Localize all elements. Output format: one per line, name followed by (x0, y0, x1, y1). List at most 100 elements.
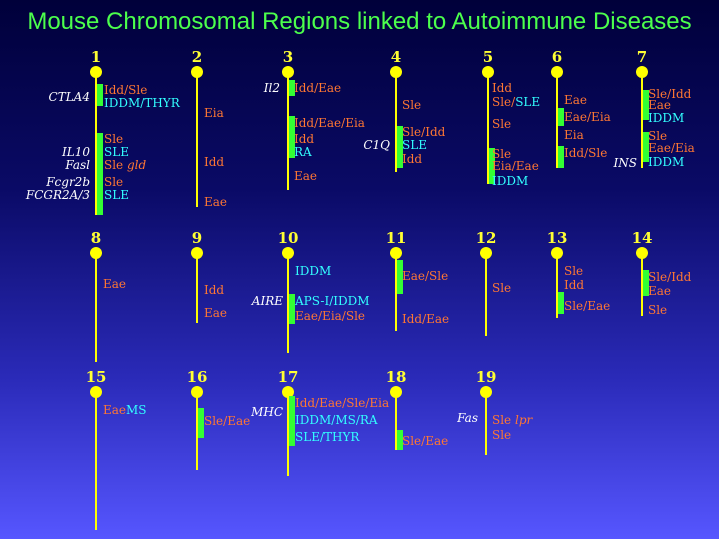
chromosome-6-number: 6 (551, 48, 563, 66)
gene-label-il2: Il2 (263, 81, 280, 95)
chromosome-1-linked-region (97, 133, 103, 215)
chromosome-1-number: 1 (90, 48, 102, 66)
chromosome-19-centromere (480, 386, 492, 398)
locus-label-c13-c: Sle/Eae (564, 299, 611, 313)
chromosome-11-linked-region (397, 260, 403, 294)
chromosome-17-number: 17 (277, 368, 299, 386)
locus-label-c1-g: SLE (104, 188, 129, 202)
chromosome-8-arm (95, 255, 97, 362)
chromosome-13-linked-region (558, 292, 564, 314)
locus-label-c13-a: Sle (564, 264, 584, 278)
locus-label-c17-b: IDDM/MS/RA (295, 413, 378, 427)
locus-label-c6-a: Eae (564, 93, 588, 107)
chromosome-14-linked-region (643, 270, 649, 296)
chromosome-6-linked-region (558, 108, 564, 126)
locus-label-c6-d: Idd/Sle (564, 146, 608, 160)
chromosome-16-number: 16 (186, 368, 208, 386)
locus-label-c13-b: Idd (564, 278, 585, 292)
locus-label-c1-d: SLE (104, 145, 129, 159)
locus-label-c16-a: Sle/Eae (204, 414, 251, 428)
chromosome-7-arm (641, 74, 643, 168)
locus-label-c7-b: Eae (648, 98, 672, 112)
chromosome-3-centromere (282, 66, 294, 78)
locus-label-c14-c: Sle (648, 303, 668, 317)
locus-label-c1-b: IDDM/THYR (104, 96, 180, 110)
chromosome-14-number: 14 (631, 229, 653, 247)
locus-label-c3-b: Idd/Eae/Eia (294, 116, 365, 130)
chromosome-7-linked-region (643, 132, 649, 162)
gene-label-c1q: C1Q (363, 138, 390, 152)
locus-label-c5-d: Sle (492, 147, 512, 161)
locus-label-c1-f: Sle (104, 175, 124, 189)
locus-label-c1-e: Sle gld (104, 158, 147, 172)
chromosome-3-linked-region (289, 116, 295, 158)
locus-label-c6-b: Eae/Eia (564, 110, 611, 124)
chromosome-16-centromere (191, 386, 203, 398)
chromosome-7-linked-region (643, 90, 649, 120)
chromosome-11-arm (395, 255, 397, 331)
locus-label-c4-d: Idd (402, 152, 423, 166)
chromosome-19-arm (485, 394, 487, 455)
locus-label-c10-b: APS-I/IDDM (295, 294, 370, 308)
gene-label-aire: AIRE (251, 294, 283, 308)
chromosome-16-arm (196, 394, 198, 470)
chromosome-17-arm (287, 394, 289, 476)
locus-label-c2-b: Idd (204, 155, 225, 169)
locus-label-c10-c: Eae/Eia/Sle (295, 309, 366, 323)
chromosome-15-arm (95, 394, 97, 530)
chromosome-5-arm (487, 74, 489, 184)
locus-label-c19-a: Sle lpr (492, 413, 533, 427)
locus-label-c2-a: Eia (204, 106, 224, 120)
locus-label-c1-a: Idd/Sle (104, 83, 148, 97)
locus-label-c7-e: Eae/Eia (648, 141, 695, 155)
locus-label-c2-c: Eae (204, 195, 228, 209)
chromosome-18-centromere (390, 386, 402, 398)
chromosome-3-linked-region (289, 80, 295, 96)
locus-label-c15-a: EaeMS (103, 403, 147, 417)
chromosome-10-number: 10 (277, 229, 299, 247)
page-title: Mouse Chromosomal Regions linked to Auto… (27, 8, 692, 35)
locus-label-c9-a: Idd (204, 283, 225, 297)
chromosome-12-centromere (480, 247, 492, 259)
chromosome-5-linked-region (489, 148, 495, 184)
locus-label-c5-e: Eia/Eae (492, 159, 539, 173)
chromosome-15-number: 15 (85, 368, 107, 386)
chromosome-12-number: 12 (475, 229, 497, 247)
chromosome-14-centromere (636, 247, 648, 259)
chromosome-13-number: 13 (546, 229, 568, 247)
chromosome-2-arm (196, 74, 198, 207)
chromosome-5-centromere (482, 66, 494, 78)
locus-label-c6-c: Eia (564, 128, 584, 142)
chromosome-3-number: 3 (282, 48, 294, 66)
chromosome-8-centromere (90, 247, 102, 259)
chromosome-1-centromere (90, 66, 102, 78)
chromosome-10-arm (287, 255, 289, 353)
chromosome-16-linked-region (198, 408, 204, 438)
chromosome-7-centromere (636, 66, 648, 78)
locus-label-c3-c: Idd (294, 132, 315, 146)
chromosome-9-centromere (191, 247, 203, 259)
gene-label-ctla4: CTLA4 (48, 90, 90, 104)
chromosome-12-arm (485, 255, 487, 336)
gene-label-il10: IL10 (62, 145, 90, 159)
locus-label-c4-b: Sle/Idd (402, 125, 446, 139)
chromosome-6-centromere (551, 66, 563, 78)
gene-label-fcgr2b: Fcgr2b (46, 175, 90, 189)
chromosome-1-linked-region (97, 84, 103, 106)
chromosome-13-arm (556, 255, 558, 318)
chromosome-18-number: 18 (385, 368, 407, 386)
chromosome-10-linked-region (289, 294, 295, 324)
chromosome-5-number: 5 (482, 48, 494, 66)
locus-label-c7-c: IDDM (648, 111, 685, 125)
locus-label-c8-a: Eae (103, 277, 127, 291)
chromosome-6-linked-region (558, 146, 564, 168)
locus-label-c14-a: Sle/Idd (648, 270, 692, 284)
chromosome-19-number: 19 (475, 368, 497, 386)
chromosome-18-arm (395, 394, 397, 450)
locus-label-c5-a: Idd (492, 81, 513, 95)
locus-label-c17-c: SLE/THYR (295, 430, 360, 444)
chromosome-11-centromere (390, 247, 402, 259)
chromosome-13-centromere (551, 247, 563, 259)
locus-label-c10-a: IDDM (295, 264, 332, 278)
chromosome-3-arm (287, 74, 289, 190)
